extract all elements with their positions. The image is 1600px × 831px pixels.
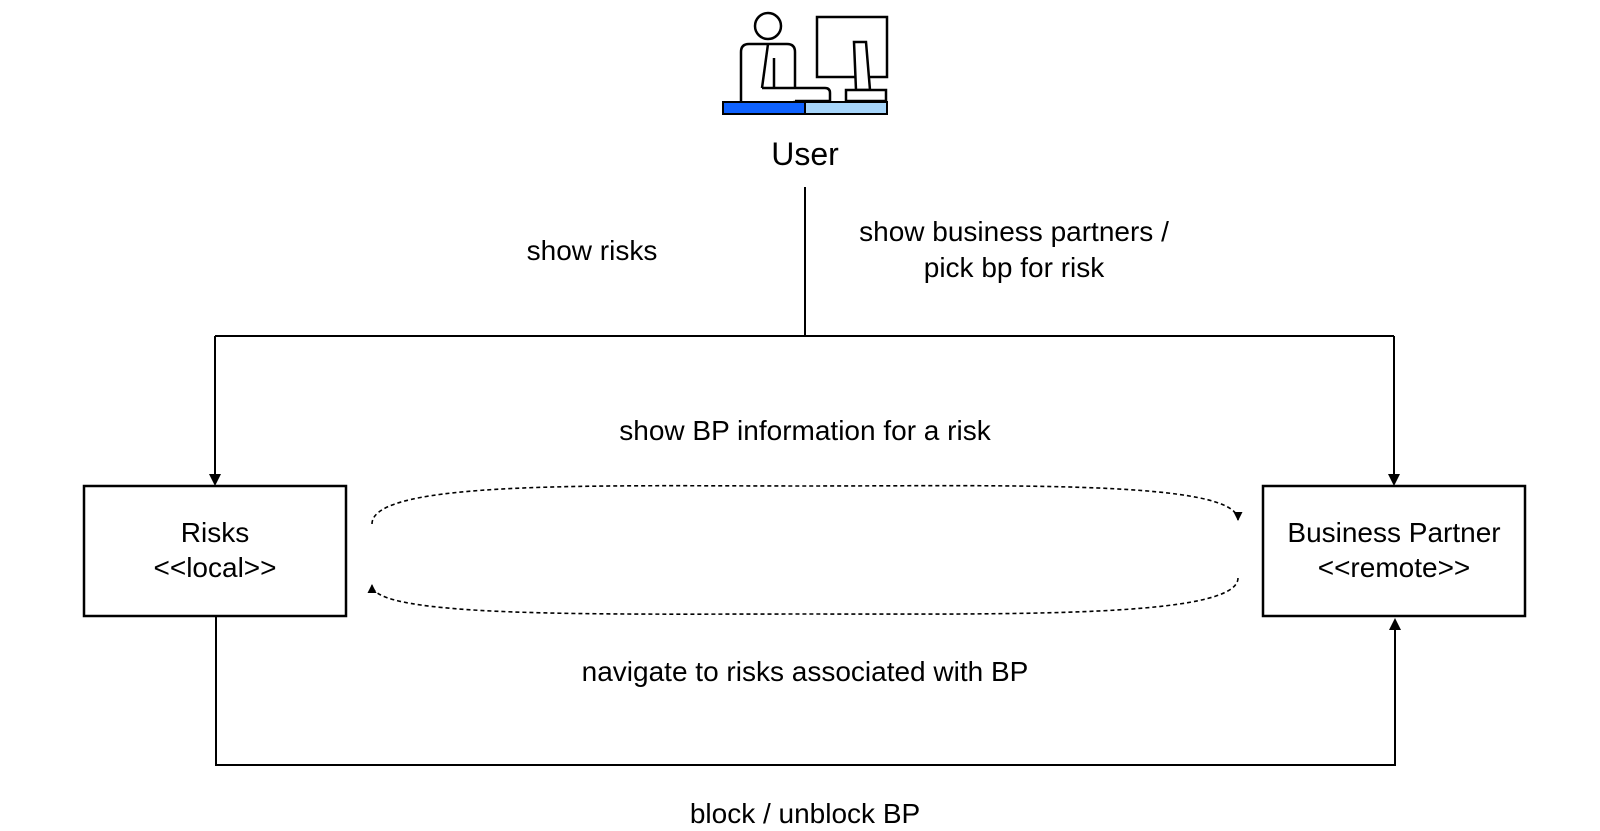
- actor-label: User: [771, 136, 839, 172]
- navigate-to-risks-label: navigate to risks associated with BP: [581, 656, 1029, 687]
- risks-node: [82, 484, 348, 618]
- show-risks-label: show risks: [526, 235, 658, 266]
- desk-dark-segment: [722, 101, 806, 115]
- block-unblock-label: block / unblock BP: [689, 798, 921, 829]
- business-partner-node-name: Business Partner: [1287, 517, 1501, 548]
- desk-light-segment: [804, 101, 888, 115]
- show-bp-information-arrow: [371, 484, 1243, 525]
- block-unblock-arrow: [215, 616, 1401, 766]
- show-business-partners-label-line1: show business partners /: [859, 216, 1169, 247]
- risks-node-name: Risks: [180, 517, 250, 548]
- user-at-computer-icon: [739, 11, 889, 103]
- show-business-partners-label-line2: pick bp for risk: [923, 252, 1105, 283]
- risks-node-stereotype: <<local>>: [153, 552, 277, 583]
- show-bp-information-label: show BP information for a risk: [619, 415, 991, 446]
- navigate-to-risks-arrow: [367, 577, 1239, 615]
- business-partner-node: [1261, 484, 1527, 618]
- business-partner-node-stereotype: <<remote>>: [1317, 552, 1471, 583]
